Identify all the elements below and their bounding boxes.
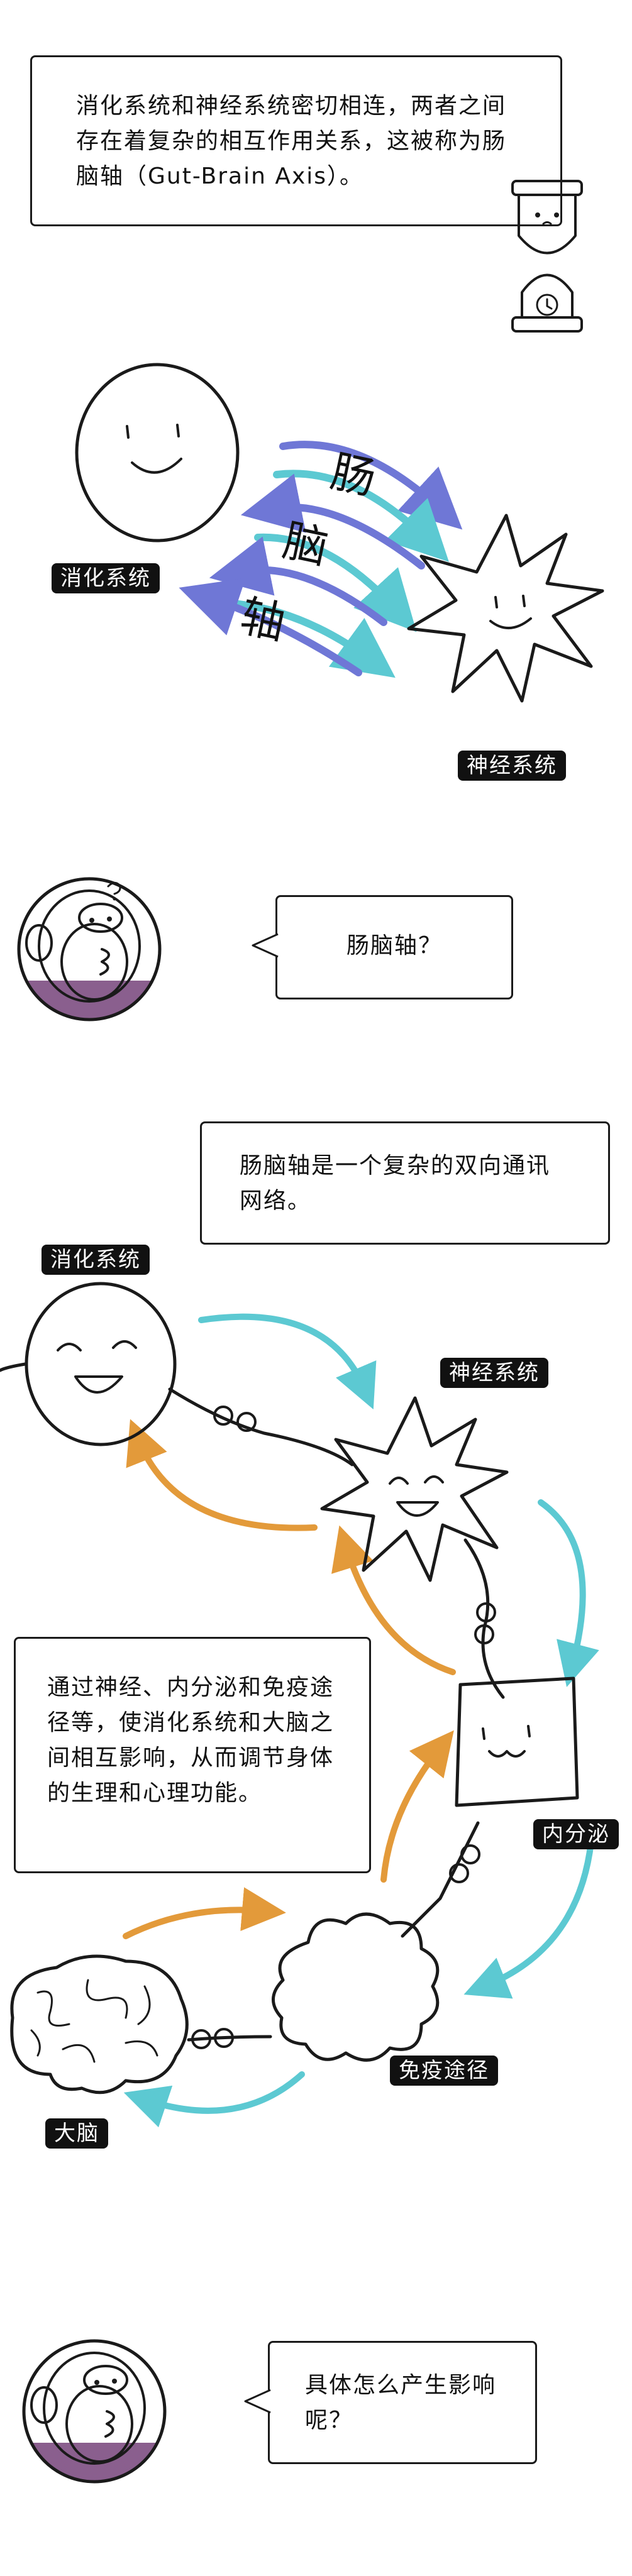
question2-bubble-tail [244, 2389, 271, 2414]
network-endocrine-label: 内分泌 [533, 1819, 619, 1849]
question2-bubble: 具体怎么产生影响呢？ [268, 2341, 537, 2464]
network-digestive-character [25, 1282, 177, 1446]
network-nervous-label: 神经系统 [440, 1358, 548, 1388]
question1-bubble: 肠脑轴？ [275, 895, 513, 999]
digestive-label: 消化系统 [52, 563, 160, 593]
nervous-label: 神经系统 [458, 751, 566, 781]
intro-text: 消化系统和神经系统密切相连，两者之间存在着复杂的相互作用关系，这被称为肠脑轴（G… [76, 93, 507, 189]
monkey-avatar [17, 877, 162, 1021]
network-explanation-box: 通过神经、内分泌和免疫途径等，使消化系统和大脑之间相互影响，从而调节身体的生理和… [14, 1637, 371, 1873]
network-immune-character [272, 1912, 440, 2062]
nervous-character [407, 514, 604, 703]
network-brain-label: 大脑 [45, 2118, 108, 2149]
intro-box: 消化系统和神经系统密切相连，两者之间存在着复杂的相互作用关系，这被称为肠脑轴（G… [30, 55, 562, 226]
network-explanation-text: 通过神经、内分泌和免疫途径等，使消化系统和大脑之间相互影响，从而调节身体的生理和… [47, 1675, 335, 1806]
question1-text: 肠脑轴？ [346, 933, 442, 959]
question1-bubble-tail [252, 933, 279, 958]
network-endocrine-character [455, 1676, 579, 1807]
network-title-text: 肠脑轴是一个复杂的双向通讯网络。 [240, 1153, 551, 1214]
hourglass-timer-icon [511, 180, 583, 333]
monkey-avatar-2 [22, 2339, 167, 2484]
digestive-character [75, 363, 240, 542]
network-title-box: 肠脑轴是一个复杂的双向通讯网络。 [200, 1121, 610, 1245]
question2-text: 具体怎么产生影响呢？ [305, 2372, 497, 2433]
network-brain-character [10, 1954, 189, 2094]
network-digestive-label: 消化系统 [42, 1245, 150, 1275]
network-nervous-character [320, 1396, 509, 1582]
network-links [0, 1313, 599, 2128]
axis-arrows [179, 441, 463, 678]
network-immune-label: 免疫途径 [390, 2056, 498, 2086]
